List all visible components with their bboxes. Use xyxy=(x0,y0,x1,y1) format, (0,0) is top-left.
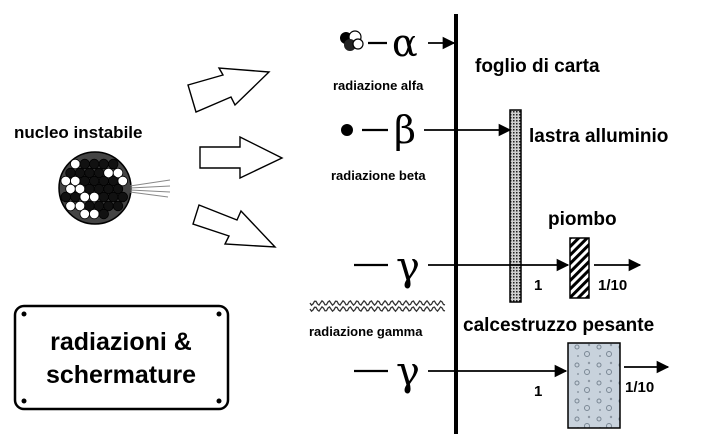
nucleon xyxy=(108,158,119,170)
lead-out-value: 1/10 xyxy=(598,277,627,294)
nucleon xyxy=(89,191,100,203)
title-line-2: schermature xyxy=(46,361,196,389)
emission-arrow-top xyxy=(187,67,271,113)
nucleon xyxy=(89,158,100,170)
paper-label: foglio di carta xyxy=(475,56,600,77)
nucleon xyxy=(98,191,109,203)
aluminium-label: lastra alluminio xyxy=(529,126,668,147)
concrete-in-value: 1 xyxy=(534,383,542,400)
title-line-1: radiazioni & xyxy=(50,328,192,356)
alpha-symbol: α xyxy=(392,21,418,65)
nucleon xyxy=(60,191,71,203)
alpha-label: radiazione alfa xyxy=(333,78,424,93)
nucleon xyxy=(108,191,119,203)
nucleon xyxy=(112,200,124,212)
nucleon xyxy=(79,191,90,203)
nucleon xyxy=(98,208,109,220)
nucleon xyxy=(65,200,76,212)
beta-label: radiazione beta xyxy=(331,168,426,183)
alpha-particle-icon xyxy=(340,30,364,51)
source-label: nucleo instabile xyxy=(14,123,142,142)
emission-arrow-middle xyxy=(199,135,284,180)
nucleon xyxy=(89,208,100,220)
nucleon xyxy=(79,158,90,170)
nucleon xyxy=(70,191,81,203)
emission-arrows xyxy=(187,67,284,248)
concrete-label: calcestruzzo pesante xyxy=(463,315,654,336)
title-box: radiazioni & schermature xyxy=(13,304,230,411)
nucleon xyxy=(117,175,128,187)
gamma-symbol-2: γ xyxy=(396,349,420,395)
gamma-wave-icon xyxy=(309,299,446,313)
lead-block xyxy=(569,237,590,299)
lead-in-value: 1 xyxy=(534,277,542,294)
nucleus-emission-spray xyxy=(129,179,171,198)
nucleon xyxy=(117,191,128,203)
nucleon xyxy=(70,158,81,170)
concrete-out-value: 1/10 xyxy=(625,379,654,396)
emission-arrow-bottom xyxy=(192,204,277,248)
nucleon xyxy=(112,167,124,179)
nucleon xyxy=(79,208,90,220)
beta-particle-icon xyxy=(341,124,353,136)
nucleon xyxy=(98,158,109,170)
aluminium-slab xyxy=(509,109,522,303)
gamma-symbol-1: γ xyxy=(396,244,420,290)
gamma-label: radiazione gamma xyxy=(309,324,423,339)
concrete-block xyxy=(567,342,621,429)
nucleus xyxy=(58,151,171,225)
beta-symbol: β xyxy=(394,108,416,152)
nucleon xyxy=(112,183,124,195)
lead-label: piombo xyxy=(548,209,617,230)
